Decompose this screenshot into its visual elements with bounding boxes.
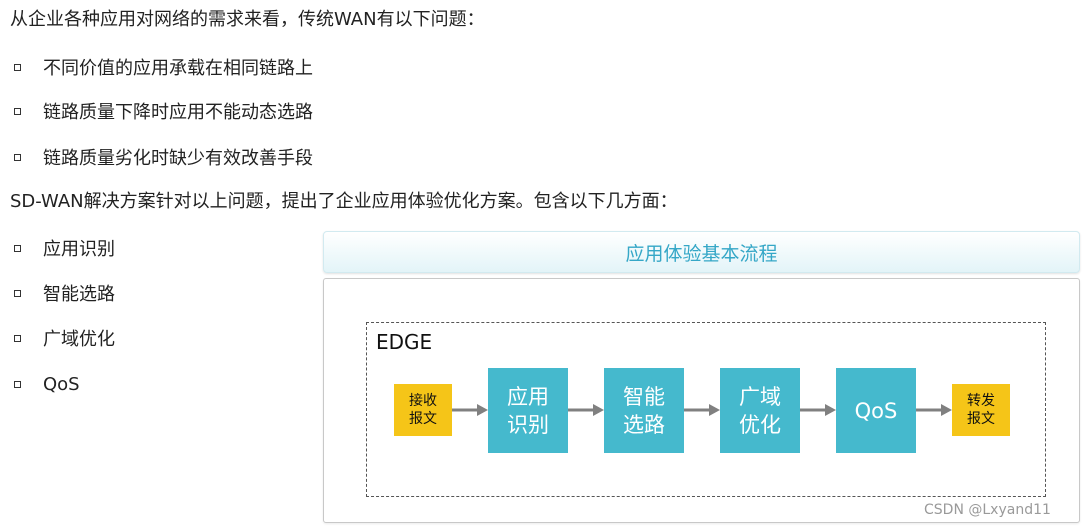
arrow-right-icon [916, 404, 952, 416]
square-bullet-icon [14, 153, 21, 161]
problem-item: 不同价值的应用承载在相同链路上 [14, 55, 313, 79]
aspect-item: 应用识别 [14, 236, 115, 260]
aspect-item-text: 智能选路 [43, 284, 115, 305]
arrow-right-icon [800, 404, 836, 416]
flow-title: 应用体验基本流程 [625, 242, 778, 265]
arrow-right-icon [452, 404, 488, 416]
edge-label: EDGE [376, 330, 433, 354]
step-qos: QoS [836, 368, 916, 453]
problem-item-text: 链路质量下降时应用不能动态选路 [43, 102, 313, 123]
step-label: 智能 选路 [623, 384, 665, 437]
problem-item-text: 不同价值的应用承载在相同链路上 [43, 58, 313, 79]
aspect-item-text: QoS [43, 373, 80, 395]
edge-container [366, 322, 1046, 497]
problem-item: 链路质量劣化时缺少有效改善手段 [14, 145, 313, 169]
step-intelligent-routing: 智能 选路 [604, 368, 684, 453]
watermark: CSDN @Lxyand11 [924, 502, 1051, 518]
aspect-item: QoS [14, 372, 80, 396]
square-bullet-icon [14, 63, 21, 71]
aspect-item-text: 应用识别 [43, 239, 115, 260]
forward-packet-label: 转发 报文 [967, 393, 995, 427]
problem-item: 链路质量下降时应用不能动态选路 [14, 99, 313, 123]
square-bullet-icon [14, 289, 21, 297]
forward-packet-box: 转发 报文 [952, 384, 1010, 436]
problem-item-text: 链路质量劣化时缺少有效改善手段 [43, 148, 313, 169]
arrow-right-icon [684, 404, 720, 416]
square-bullet-icon [14, 244, 21, 252]
aspect-item: 广域优化 [14, 326, 115, 350]
arrow-right-icon [568, 404, 604, 416]
receive-packet-label: 接收 报文 [409, 393, 437, 427]
step-app-identification: 应用 识别 [488, 368, 568, 453]
square-bullet-icon [14, 334, 21, 342]
flow-title-bar: 应用体验基本流程 [323, 231, 1080, 273]
receive-packet-box: 接收 报文 [394, 384, 452, 436]
aspect-item: 智能选路 [14, 281, 115, 305]
aspect-item-text: 广域优化 [43, 329, 115, 350]
step-label: QoS [854, 398, 898, 423]
step-label: 应用 识别 [507, 384, 549, 437]
intro-text: 从企业各种应用对网络的需求来看，传统WAN有以下问题： [10, 9, 485, 30]
step-label: 广域 优化 [739, 384, 781, 437]
section-title: SD-WAN解决方案针对以上问题，提出了企业应用体验优化方案。包含以下几方面： [10, 191, 678, 212]
step-wan-optimization: 广域 优化 [720, 368, 800, 453]
square-bullet-icon [14, 107, 21, 115]
square-bullet-icon [14, 380, 21, 388]
